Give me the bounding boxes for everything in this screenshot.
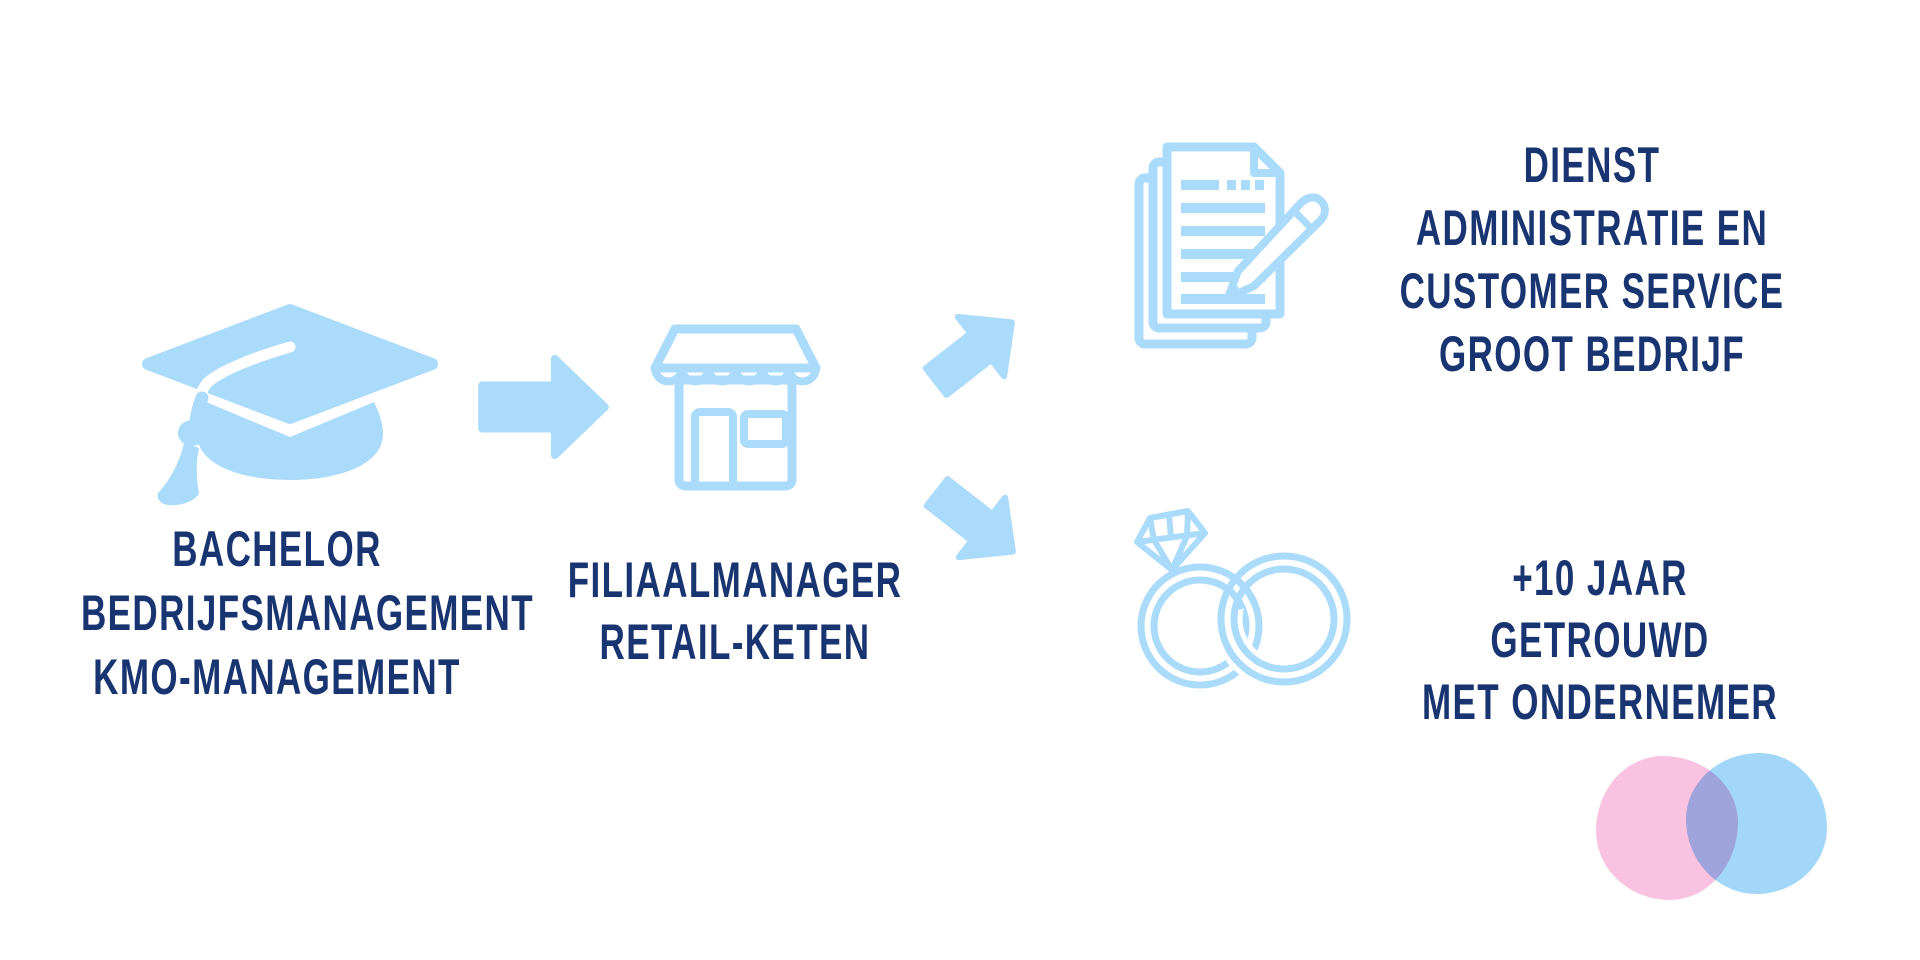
left-ring (1137, 563, 1263, 689)
up-right-arrow-icon (922, 313, 1015, 398)
documents-pencil-icon (1134, 142, 1329, 349)
graduation-cap-icon (142, 304, 438, 506)
cap-body (197, 402, 383, 480)
pencil-band (1290, 207, 1313, 230)
branch-top-line-2: CUSTOMER SERVICE (1399, 263, 1785, 319)
role-line-1: FILIAALMANAGER (567, 552, 903, 608)
branch-bottom-line-2: MET ONDERNEMER (1421, 674, 1778, 730)
text-bars (1181, 180, 1265, 304)
branch-top-line-3: GROOT BEDRIJF (1438, 326, 1745, 382)
store-window (740, 410, 790, 448)
education-label: BACHELOR BEDRIJFSMANAGEMENT KMO-MANAGEME… (81, 517, 534, 709)
branch-bottom-line-1: +10 JAAR GETROUWD (1490, 550, 1710, 668)
branch-top-label: DIENST ADMINISTRATIE EN CUSTOMER SERVICE… (1396, 134, 1788, 386)
store-door (691, 408, 737, 490)
branch-bottom-label: +10 JAAR GETROUWD MET ONDERNEMER (1404, 547, 1796, 733)
folded-corner (1250, 147, 1280, 177)
diamond (1134, 508, 1208, 573)
branch-top-line-1: DIENST ADMINISTRATIE EN (1415, 137, 1769, 256)
store-awning-scallops (651, 367, 820, 386)
logo-overlapping-circles (1596, 753, 1827, 900)
store-awning (650, 324, 821, 373)
education-line-1: BACHELOR (172, 521, 382, 577)
education-line-3: KMO-MANAGEMENT (93, 649, 461, 705)
right-ring (1217, 552, 1351, 686)
cap-tassel-knob (178, 420, 206, 446)
storefront-icon (650, 324, 821, 491)
right-arrow-icon (478, 354, 609, 460)
left-ring-overlap (1203, 563, 1258, 611)
down-right-arrow-icon (923, 476, 1016, 561)
pencil-lead (1225, 286, 1239, 301)
education-line-2: BEDRIJFSMANAGEMENT (81, 585, 534, 641)
cap-tassel (157, 443, 199, 506)
logo-blue-circle (1686, 753, 1827, 894)
role-label: FILIAALMANAGER RETAIL-KETEN (539, 549, 931, 673)
role-line-2: RETAIL-KETEN (599, 614, 871, 670)
wedding-rings-icon (1134, 508, 1356, 691)
